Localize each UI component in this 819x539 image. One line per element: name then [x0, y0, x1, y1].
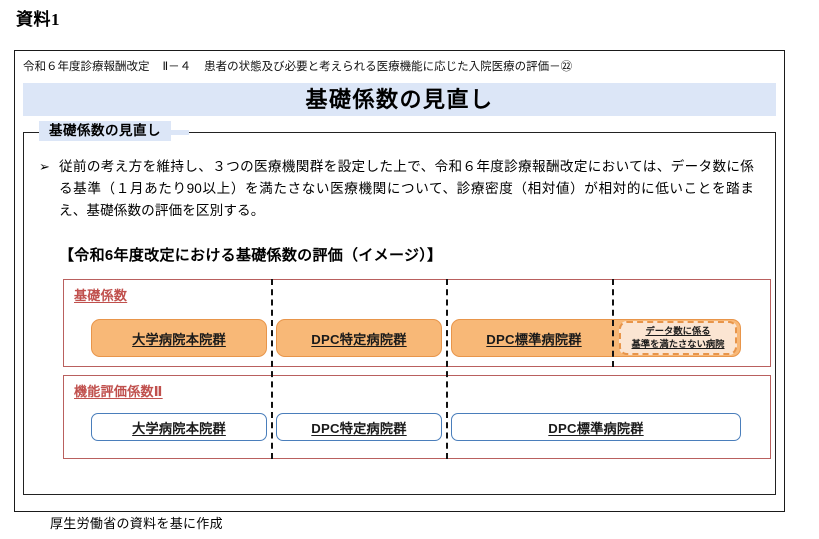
page-title: 基礎係数の見直し	[305, 86, 494, 112]
subtitle-part-1: 令和６年度診療報酬改定	[23, 61, 150, 73]
sub-line-2: 基準を満たさない病院	[631, 339, 725, 349]
diagram-caption: 【令和6年度改定における基礎係数の評価（イメージ）】	[59, 247, 443, 264]
kinou-group-daigaku: 大学病院本院群	[91, 413, 267, 441]
group-separator-1	[271, 279, 273, 459]
subtitle-line: 令和６年度診療報酬改定 Ⅱ－４ 患者の状態及び必要と考えられる医療機能に応じた入院医…	[23, 60, 572, 74]
kiso-subgroup-data-kijun: データ数に係る 基準を満たさない病院	[619, 321, 737, 355]
row-label-kinou: 機能評価係数Ⅱ	[74, 384, 163, 399]
bullet-body-text: 従前の考え方を維持し、３つの医療機関群を設定した上で、令和６年度診療報酬改定にお…	[59, 159, 754, 218]
kinou-group-dpc-tokutei: DPC特定病院群	[276, 413, 442, 441]
kiso-group-dpc-tokutei: DPC特定病院群	[276, 319, 442, 357]
group-separator-3	[612, 279, 614, 367]
section-legend: 基礎係数の見直し	[39, 121, 171, 141]
group-separator-2	[446, 279, 448, 459]
subtitle-part-2: Ⅱ－４	[162, 61, 192, 73]
bullet-marker-icon: ➢	[39, 159, 50, 174]
bullet-block: ➢ 従前の考え方を維持し、３つの医療機関群を設定した上で、令和６年度診療報酬改定…	[39, 156, 754, 222]
kiso-group-daigaku: 大学病院本院群	[91, 319, 267, 357]
source-note: 厚生労働省の資料を基に作成	[50, 516, 223, 531]
document-tag: 資料1	[16, 10, 60, 29]
slide-frame: 令和６年度診療報酬改定 Ⅱ－４ 患者の状態及び必要と考えられる医療機能に応じた入院医…	[14, 50, 785, 512]
title-banner: 基礎係数の見直し	[23, 83, 776, 116]
sub-line-1: データ数に係る	[645, 326, 711, 336]
row-label-kiso: 基礎係数	[74, 288, 128, 303]
section-legend-label: 基礎係数の見直し	[49, 123, 161, 139]
subtitle-part-3: 患者の状態及び必要と考えられる医療機能に応じた入院医療の評価－㉒	[204, 61, 573, 73]
kinou-group-dpc-hyojun: DPC標準病院群	[451, 413, 741, 441]
diagram-area: 基礎係数 機能評価係数Ⅱ 大学病院本院群 DPC特定病院群 DPC標準病院群 デ…	[63, 279, 771, 467]
section-frame	[23, 132, 776, 495]
